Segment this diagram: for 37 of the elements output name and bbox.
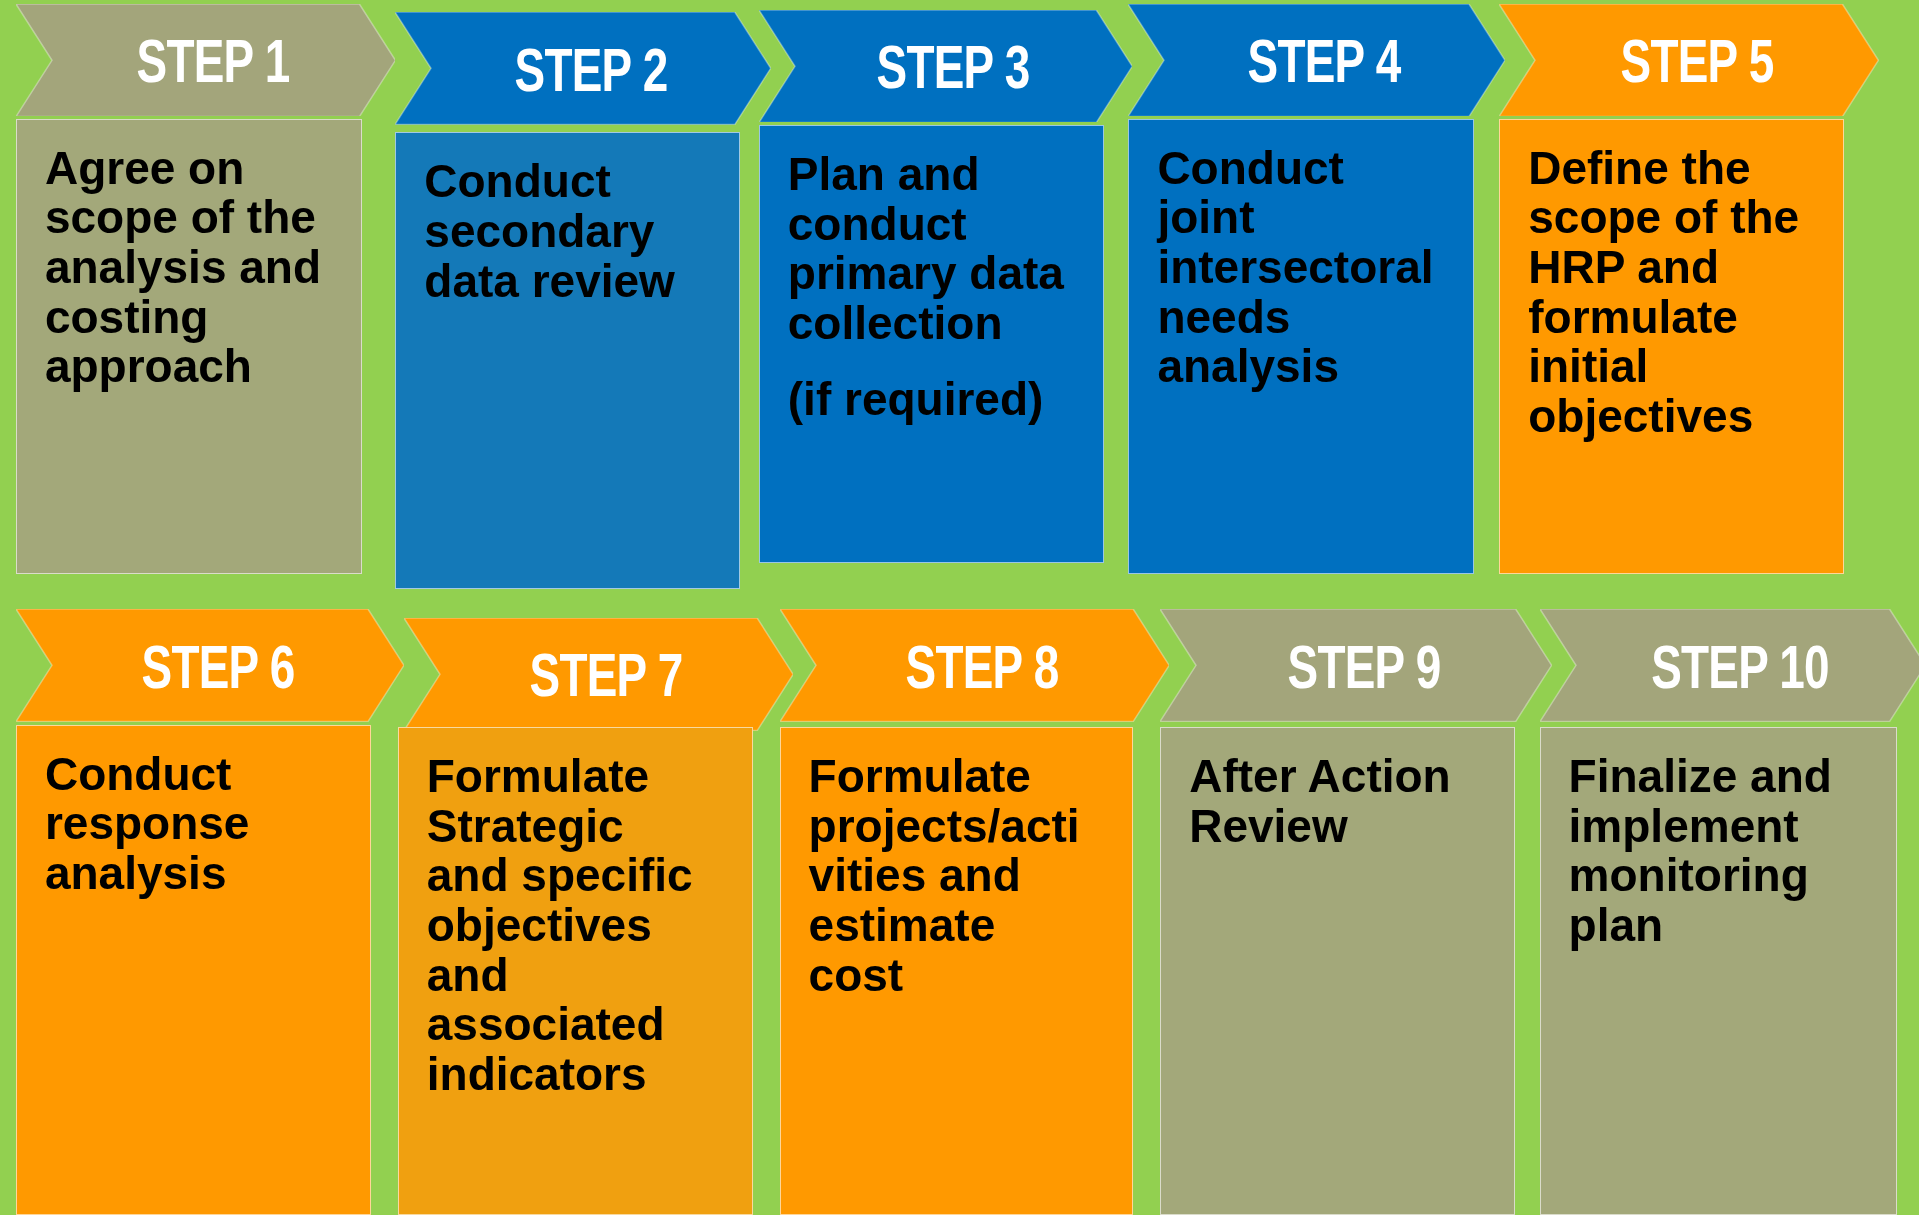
step-box — [15, 118, 363, 574]
step-description: Agree on scope of the analysis and costing approach — [44, 143, 323, 393]
step-description: After Action Review — [1189, 751, 1452, 852]
step-box — [779, 726, 1134, 1215]
step-banner — [15, 3, 396, 117]
step-banner — [758, 9, 1133, 123]
step-banner — [1539, 609, 1919, 723]
step-label: STEP 3 — [876, 30, 1030, 102]
step-description: Plan and conduct primary data collection — [787, 149, 1065, 349]
step-banner — [15, 609, 404, 723]
step-label: STEP 8 — [905, 630, 1059, 702]
step-description: (if required) — [787, 374, 1045, 425]
step-label: STEP 10 — [1651, 630, 1829, 702]
step-description: Finalize and implement monitoring plan — [1568, 751, 1833, 951]
step-banner — [1499, 3, 1879, 117]
step-description: Formulate projects/activities and estimate cost — [808, 751, 1081, 1001]
step-description: Conduct response analysis — [44, 749, 251, 899]
step-label: STEP 1 — [136, 24, 290, 96]
step-banner — [395, 12, 771, 125]
step-description: Formulate Strategic and specific objectives and associated indicators — [426, 751, 694, 1100]
step-banner — [779, 609, 1169, 723]
step-label: STEP 9 — [1287, 630, 1441, 702]
step-description: Conduct secondary data review — [424, 157, 676, 307]
step-box — [397, 726, 753, 1215]
step-label: STEP 4 — [1247, 24, 1401, 96]
step-description: Define the scope of the HRP and formulate initial objectives — [1528, 143, 1801, 442]
step-label: STEP 2 — [514, 33, 668, 105]
step-banner — [403, 618, 794, 731]
step-label: STEP 5 — [1620, 24, 1773, 96]
step-box — [1539, 726, 1897, 1215]
step-banner — [1160, 609, 1552, 723]
step-box — [395, 132, 741, 589]
step-label: STEP 7 — [529, 638, 683, 710]
step-description: Conduct joint intersectoral needs analysis — [1157, 143, 1435, 393]
step-label: STEP 6 — [141, 630, 295, 702]
step-banner — [1128, 3, 1506, 117]
step-box — [1160, 726, 1516, 1215]
